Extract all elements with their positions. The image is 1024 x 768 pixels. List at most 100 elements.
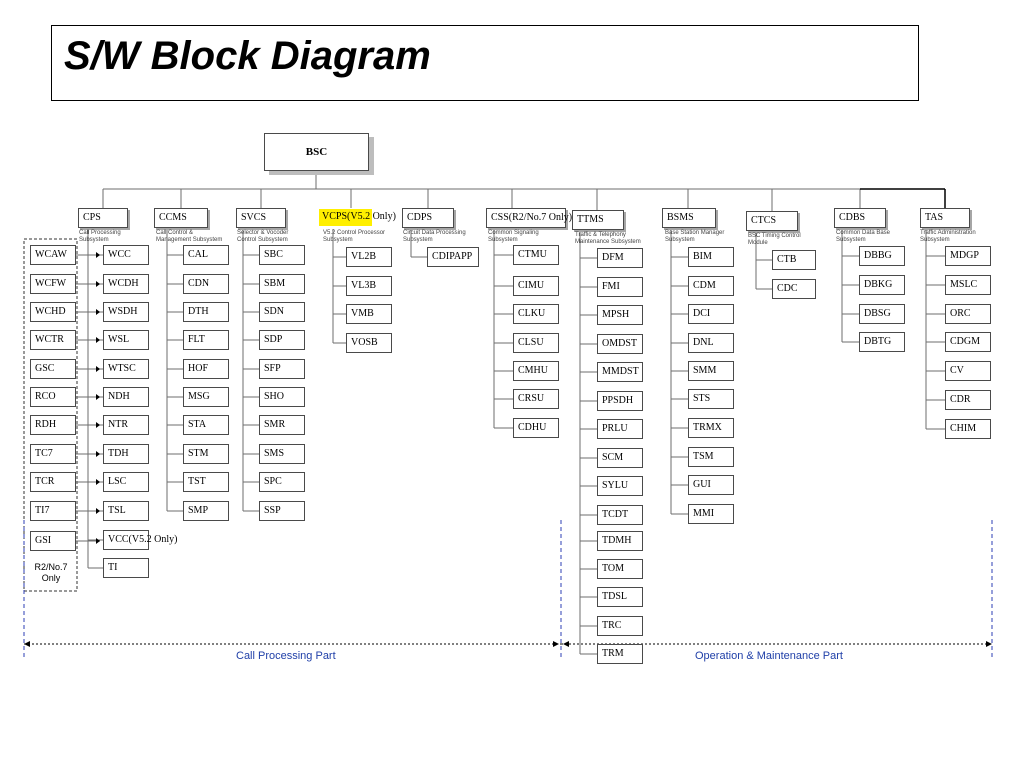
bsms-block-smm: SMM <box>688 361 734 381</box>
svcs-block-sho: SHO <box>259 387 305 407</box>
bsms-block-dnl: DNL <box>688 333 734 353</box>
cps-block-lsc: LSC <box>103 472 149 492</box>
svcs-block-sdp: SDP <box>259 330 305 350</box>
cps-extra-block-rdh: RDH <box>30 415 76 435</box>
svcs-block-sbm: SBM <box>259 274 305 294</box>
ccms-block-cal: CAL <box>183 245 229 265</box>
tas-block-cv: CV <box>945 361 991 381</box>
bsms-block-gui: GUI <box>688 475 734 495</box>
arrow-head <box>96 508 100 514</box>
css-block-clsu: CLSU <box>513 333 559 353</box>
tas-block-orc: ORC <box>945 304 991 324</box>
page-title: S/W Block Diagram <box>64 34 431 78</box>
cps-extra-block-tcr: TCR <box>30 472 76 492</box>
subsystem-desc-cdbs: Common Data Base Subsystem <box>836 230 891 243</box>
subsystem-desc-ttms: Traffic & Telephony Maintenance Subsyste… <box>575 232 641 245</box>
call-processing-part-label: Call Processing Part <box>236 650 336 662</box>
arrow-head <box>96 252 100 258</box>
ttms-block-tdsl: TDSL <box>597 587 643 607</box>
ttms-block-sylu: SYLU <box>597 476 643 496</box>
vcps-block-vl3b: VL3B <box>346 276 392 296</box>
subsystem-desc-tas: Traffic Administration Subsystem <box>920 230 976 243</box>
cps-extra-block-gsi: GSI <box>30 531 76 551</box>
ttms-block-scm: SCM <box>597 448 643 468</box>
subsystem-desc-cps: Call Processing Subsystem <box>79 230 121 243</box>
arrow-head <box>96 309 100 315</box>
cps-extra-block-ti7: TI7 <box>30 501 76 521</box>
ttms-block-tom: TOM <box>597 559 643 579</box>
vcps-block-vmb: VMB <box>346 304 392 324</box>
bsms-block-tsm: TSM <box>688 447 734 467</box>
css-block-crsu: CRSU <box>513 389 559 409</box>
subsystem-svcs: SVCS <box>236 208 286 228</box>
css-block-cimu: CIMU <box>513 276 559 296</box>
arrow-head <box>96 394 100 400</box>
cps-extra-block-wchd: WCHD <box>30 302 76 322</box>
svcs-block-sms: SMS <box>259 444 305 464</box>
r2-no7-only-note: R2/No.7 Only <box>34 562 68 583</box>
subsystem-desc-bsms: Base Station Manager Subsystem <box>665 230 725 243</box>
subsystem-desc-vcps-v5-2-only: V5.2 Control Processor Subsystem <box>323 230 386 243</box>
cps-extra-block-tc7: TC7 <box>30 444 76 464</box>
subsystem-desc-ccms: Call Control & Management Subsystem <box>156 230 223 243</box>
subsystem-ctcs: CTCS <box>746 211 798 231</box>
ttms-block-trm: TRM <box>597 644 643 664</box>
cps-block-wcc: WCC <box>103 245 149 265</box>
svcs-block-spc: SPC <box>259 472 305 492</box>
subsystem-cps: CPS <box>78 208 128 228</box>
cps-block-wtsc: WTSC <box>103 359 149 379</box>
ttms-block-dfm: DFM <box>597 248 643 268</box>
subsystem-ccms: CCMS <box>154 208 208 228</box>
ttms-block-mmdst: MMDST <box>597 362 643 382</box>
left-arrow-head <box>24 641 30 647</box>
bsc-root-box: BSC <box>264 133 369 171</box>
tas-block-mdgp: MDGP <box>945 246 991 266</box>
arrow-head <box>96 451 100 457</box>
subsystem-desc-css-r2-no-7-only: Common Signaling Subsystem <box>488 230 539 243</box>
cdbs-block-dbbg: DBBG <box>859 246 905 266</box>
svcs-block-smr: SMR <box>259 415 305 435</box>
cdbs-block-dbsg: DBSG <box>859 304 905 324</box>
arrow-head <box>96 538 100 544</box>
cdps-block-cdipapp: CDIPAPP <box>427 247 479 267</box>
ttms-block-omdst: OMDST <box>597 334 643 354</box>
bsms-block-dci: DCI <box>688 304 734 324</box>
ttms-block-tcdt: TCDT <box>597 505 643 525</box>
title-box: S/W Block Diagram <box>51 25 919 101</box>
vcps-block-vosb: VOSB <box>346 333 392 353</box>
ccms-block-msg: MSG <box>183 387 229 407</box>
css-block-ctmu: CTMU <box>513 245 559 265</box>
mid-right-arrow-head <box>563 641 569 647</box>
ttms-block-ppsdh: PPSDH <box>597 391 643 411</box>
cps-extra-block-wcaw: WCAW <box>30 245 76 265</box>
cps-block-tdh: TDH <box>103 444 149 464</box>
ccms-block-dth: DTH <box>183 302 229 322</box>
cps-block-wsdh: WSDH <box>103 302 149 322</box>
subsystem-desc-svcs: Selector & Vocoder Control Subsystem <box>237 230 289 243</box>
cps-block-ti: TI <box>103 558 149 578</box>
cps-extra-block-gsc: GSC <box>30 359 76 379</box>
bsms-block-trmx: TRMX <box>688 418 734 438</box>
bsms-block-bim: BIM <box>688 247 734 267</box>
ccms-block-cdn: CDN <box>183 274 229 294</box>
ccms-block-stm: STM <box>183 444 229 464</box>
svcs-block-ssp: SSP <box>259 501 305 521</box>
svcs-block-sdn: SDN <box>259 302 305 322</box>
bsms-block-cdm: CDM <box>688 276 734 296</box>
cps-extra-block-wcfw: WCFW <box>30 274 76 294</box>
cps-block-wcdh: WCDH <box>103 274 149 294</box>
bsms-block-mmi: MMI <box>688 504 734 524</box>
ccms-block-smp: SMP <box>183 501 229 521</box>
cps-block-ntr: NTR <box>103 415 149 435</box>
ccms-block-sta: STA <box>183 415 229 435</box>
cps-block-wsl: WSL <box>103 330 149 350</box>
ttms-block-fmi: FMI <box>597 277 643 297</box>
subsystem-ttms: TTMS <box>572 210 624 230</box>
ttms-block-trc: TRC <box>597 616 643 636</box>
ccms-block-hof: HOF <box>183 359 229 379</box>
operation-maintenance-part-label: Operation & Maintenance Part <box>695 650 843 662</box>
subsystem-vcps-v5-2-only: VCPS(V5.2 Only) <box>322 211 396 222</box>
cdbs-block-dbtg: DBTG <box>859 332 905 352</box>
ccms-block-tst: TST <box>183 472 229 492</box>
